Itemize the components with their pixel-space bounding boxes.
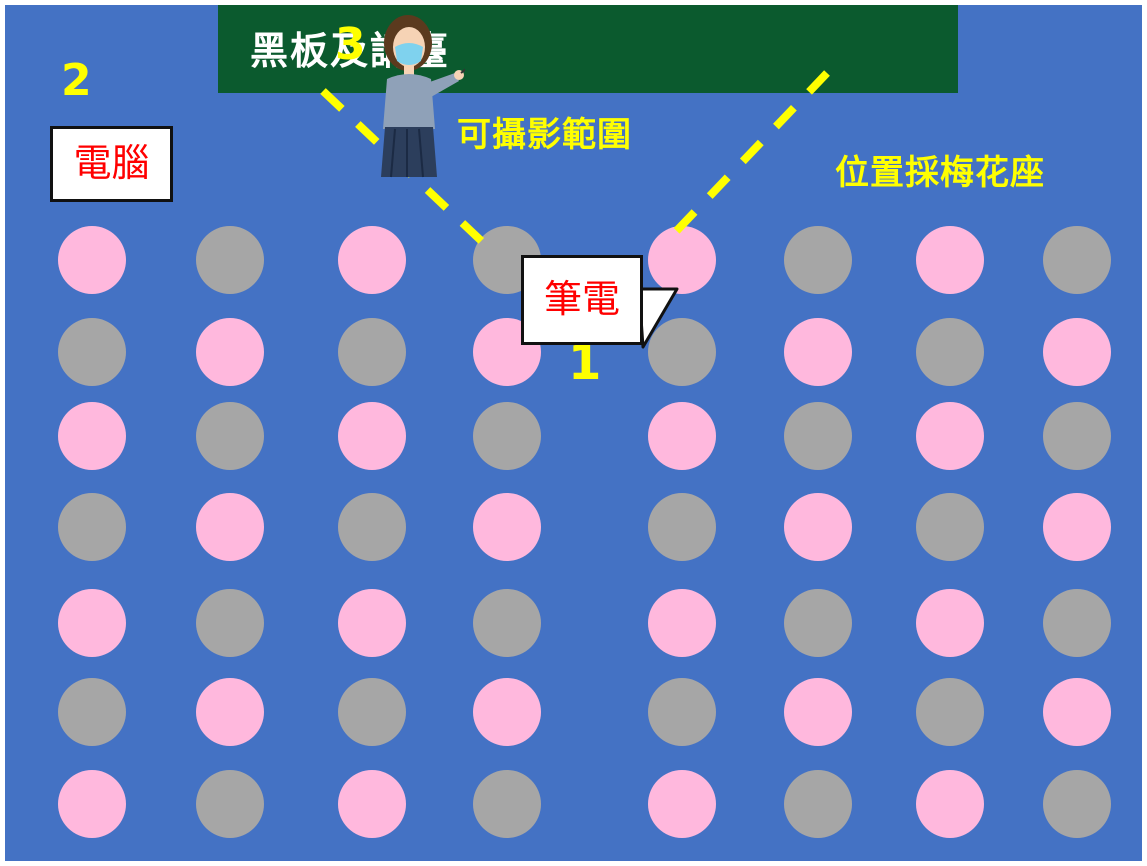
seat-gray-r1-c6 xyxy=(784,226,852,294)
seat-gray-r5-c4 xyxy=(473,589,541,657)
seat-gray-r6-c1 xyxy=(58,678,126,746)
seat-gray-r7-c8 xyxy=(1043,770,1111,838)
seat-pink-r4-c8 xyxy=(1043,493,1111,561)
seat-pink-r6-c4 xyxy=(473,678,541,746)
seat-gray-r2-c7 xyxy=(916,318,984,386)
seat-pink-r6-c8 xyxy=(1043,678,1111,746)
seat-gray-r7-c6 xyxy=(784,770,852,838)
seat-gray-r6-c5 xyxy=(648,678,716,746)
seating-chart xyxy=(58,226,1111,838)
seat-gray-r6-c7 xyxy=(916,678,984,746)
camera-range-label: 可攝影範圍 xyxy=(457,115,632,155)
seat-pink-r1-c1 xyxy=(58,226,126,294)
seat-pink-r7-c7 xyxy=(916,770,984,838)
seat-gray-r4-c3 xyxy=(338,493,406,561)
computer-number: 2 xyxy=(61,55,92,106)
seat-gray-r3-c6 xyxy=(784,402,852,470)
seat-pink-r6-c2 xyxy=(196,678,264,746)
seat-gray-r6-c3 xyxy=(338,678,406,746)
seat-pink-r5-c7 xyxy=(916,589,984,657)
seating-note: 位置採梅花座 xyxy=(835,153,1045,193)
seat-gray-r3-c2 xyxy=(196,402,264,470)
seat-gray-r4-c5 xyxy=(648,493,716,561)
seat-gray-r7-c2 xyxy=(196,770,264,838)
seat-gray-r4-c7 xyxy=(916,493,984,561)
computer-label: 電腦 xyxy=(50,126,173,202)
blackboard xyxy=(218,5,958,93)
seat-pink-r3-c7 xyxy=(916,402,984,470)
seat-pink-r3-c5 xyxy=(648,402,716,470)
seat-gray-r2-c3 xyxy=(338,318,406,386)
seat-pink-r5-c5 xyxy=(648,589,716,657)
seat-pink-r4-c6 xyxy=(784,493,852,561)
seat-gray-r1-c8 xyxy=(1043,226,1111,294)
seat-pink-r4-c4 xyxy=(473,493,541,561)
seat-pink-r3-c3 xyxy=(338,402,406,470)
seat-gray-r5-c2 xyxy=(196,589,264,657)
seat-gray-r5-c6 xyxy=(784,589,852,657)
seat-pink-r7-c3 xyxy=(338,770,406,838)
seat-pink-r4-c2 xyxy=(196,493,264,561)
seat-pink-r5-c1 xyxy=(58,589,126,657)
seat-gray-r2-c1 xyxy=(58,318,126,386)
camera-range-right-line xyxy=(662,70,830,246)
seat-pink-r6-c6 xyxy=(784,678,852,746)
seat-pink-r5-c3 xyxy=(338,589,406,657)
seat-pink-r2-c6 xyxy=(784,318,852,386)
classroom-floor: 黑板及講臺 3 2 1 可攝影範圍 位置採梅花座 電腦 xyxy=(5,5,1142,861)
seat-pink-r2-c8 xyxy=(1043,318,1111,386)
seat-gray-r5-c8 xyxy=(1043,589,1111,657)
seat-gray-r2-c5 xyxy=(648,318,716,386)
seat-gray-r3-c8 xyxy=(1043,402,1111,470)
seat-gray-r4-c1 xyxy=(58,493,126,561)
seat-pink-r1-c5 xyxy=(648,226,716,294)
seat-pink-r2-c2 xyxy=(196,318,264,386)
laptop-marker: 筆電 xyxy=(521,255,681,355)
laptop-label: 筆電 xyxy=(521,255,643,345)
teacher-number: 3 xyxy=(335,19,366,70)
seat-pink-r7-c5 xyxy=(648,770,716,838)
seat-pink-r1-c7 xyxy=(916,226,984,294)
seat-gray-r7-c4 xyxy=(473,770,541,838)
seat-pink-r3-c1 xyxy=(58,402,126,470)
seat-gray-r3-c4 xyxy=(473,402,541,470)
seat-pink-r7-c1 xyxy=(58,770,126,838)
teacher-icon xyxy=(381,15,465,178)
seat-gray-r1-c2 xyxy=(196,226,264,294)
seat-pink-r1-c3 xyxy=(338,226,406,294)
